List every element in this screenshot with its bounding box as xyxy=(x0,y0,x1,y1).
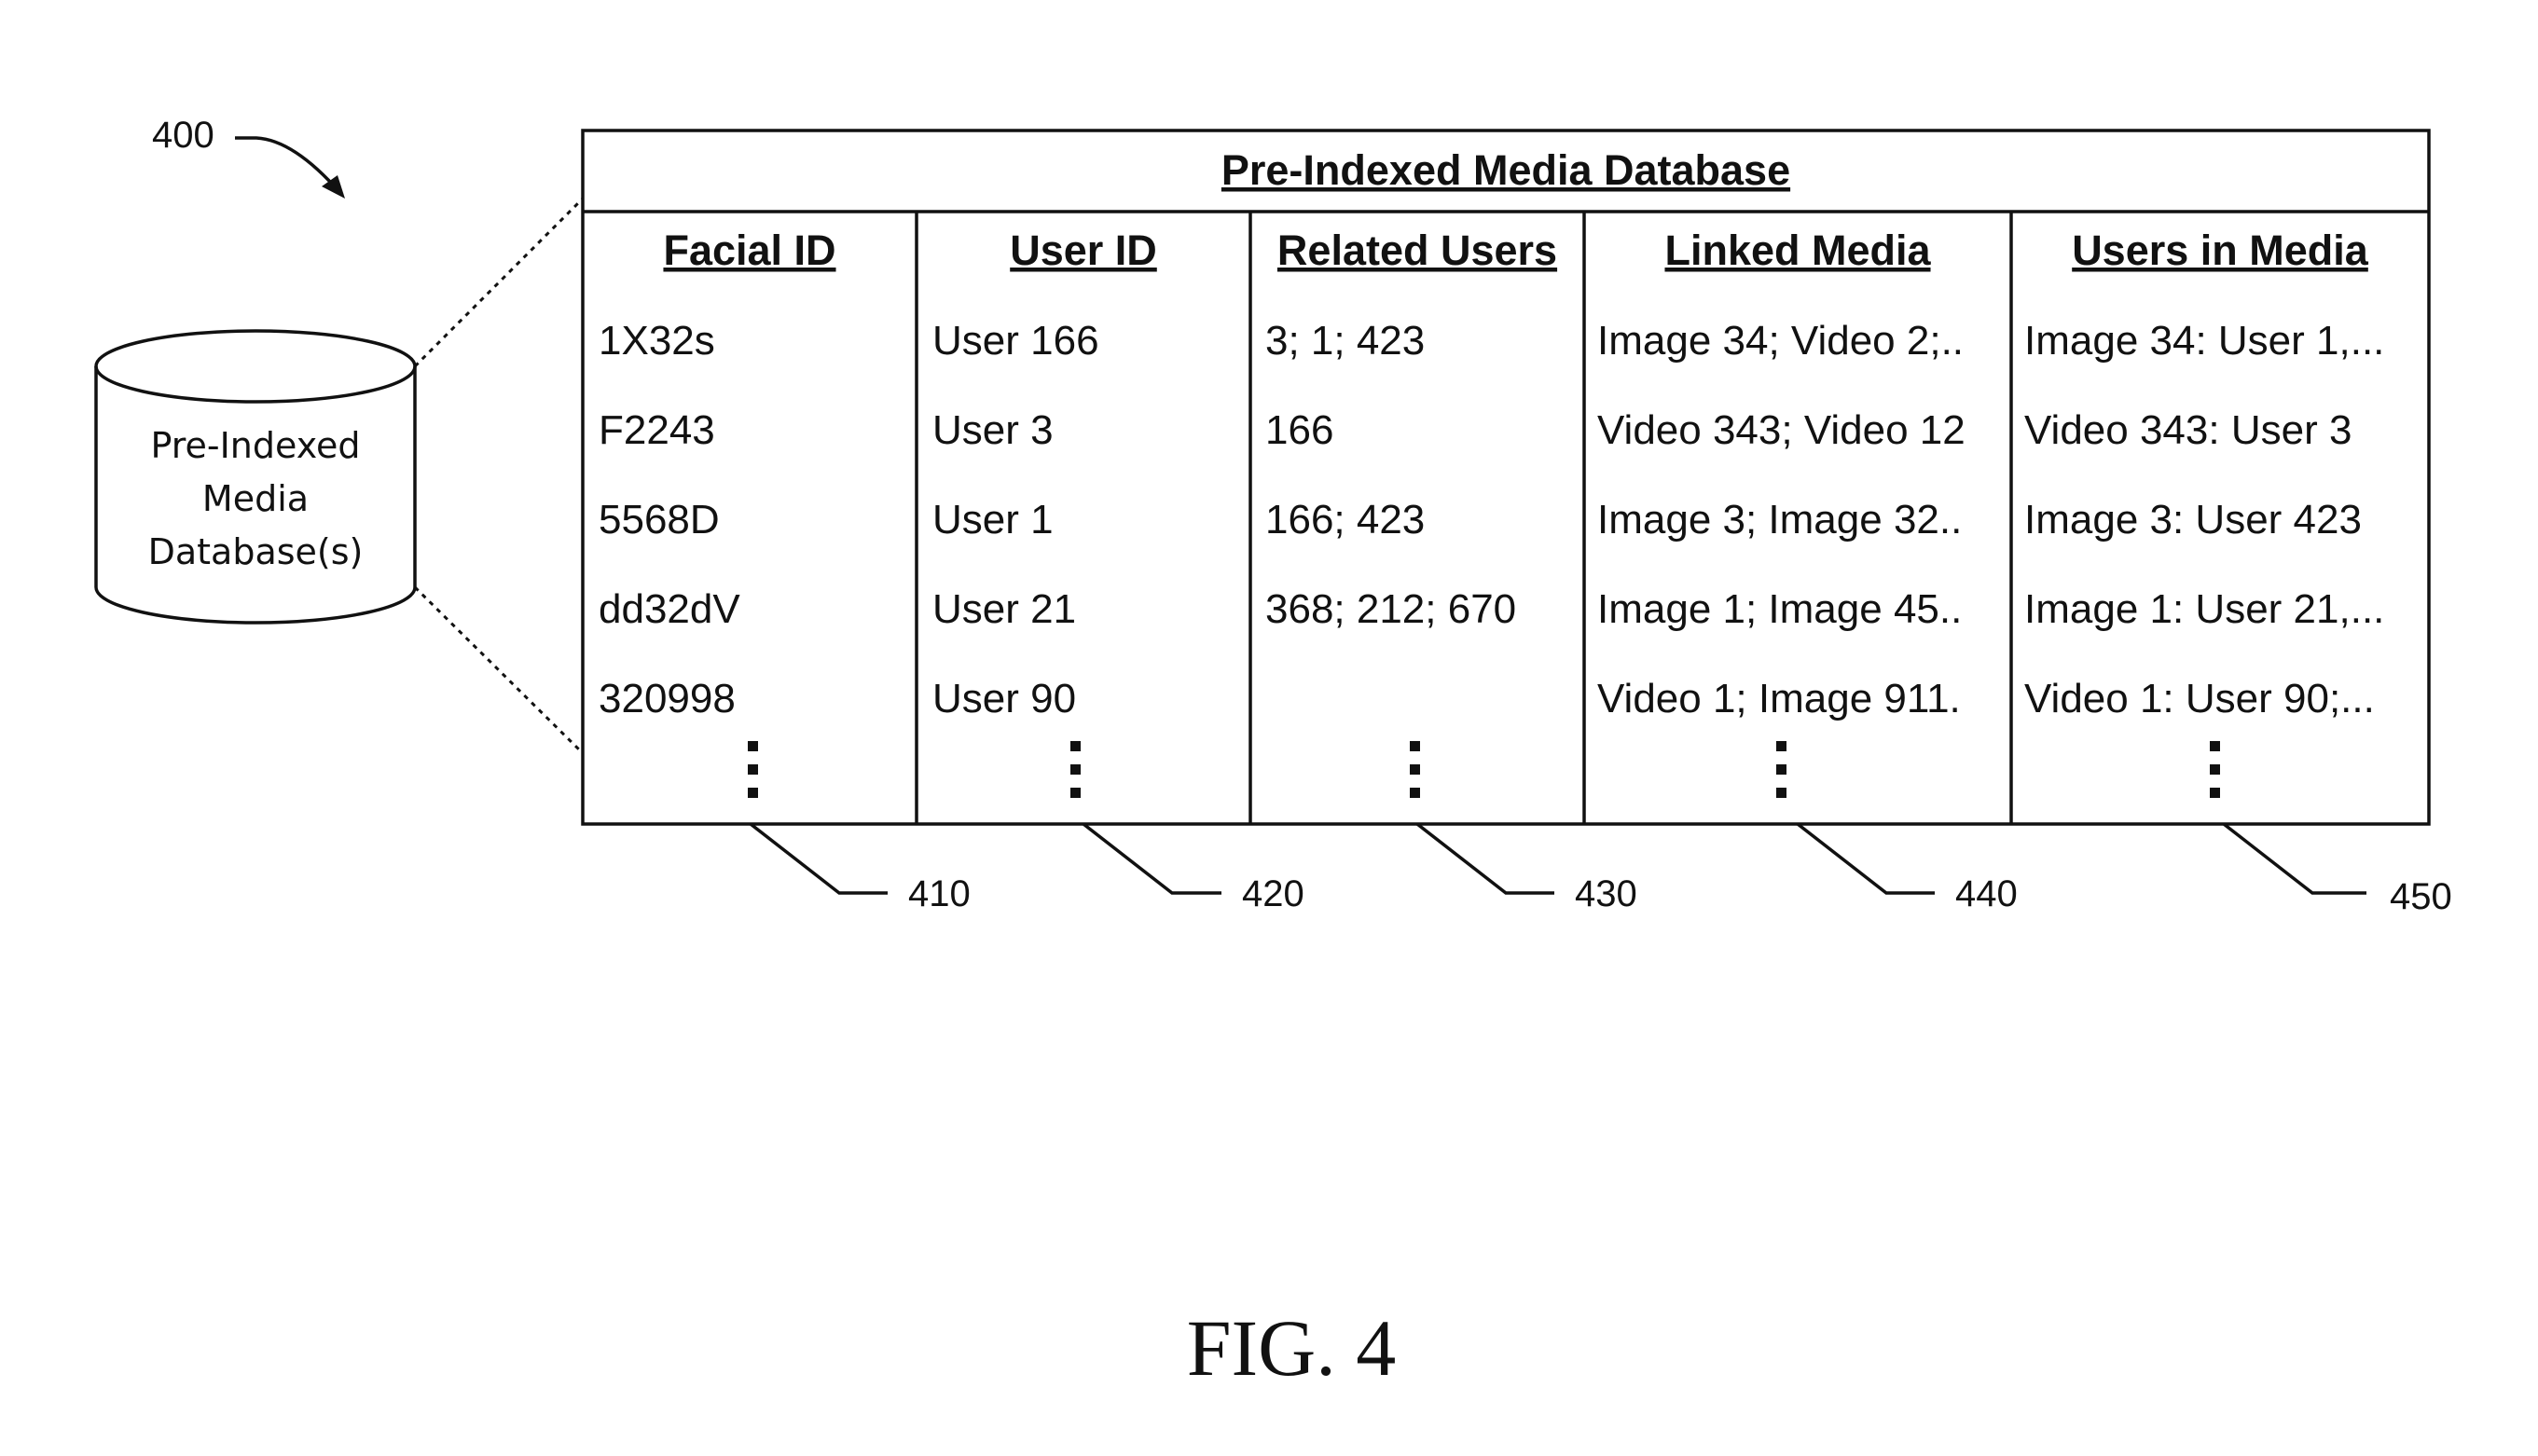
figure-ref-label: 400 xyxy=(152,115,214,156)
table-cell: Video 343; Video 12 xyxy=(1597,407,1966,453)
curved-arrow-icon xyxy=(235,138,345,199)
table-cell: Video 1: User 90;... xyxy=(2024,676,2375,721)
table-cell: Image 1: User 21,... xyxy=(2024,586,2384,632)
table-title: Pre-Indexed Media Database xyxy=(1221,146,1790,194)
vertical-ellipsis-icon xyxy=(1070,741,1081,798)
table-cell: Video 343: User 3 xyxy=(2024,407,2352,453)
table-cell: User 3 xyxy=(932,407,1054,453)
table-cell: Image 1; Image 45.. xyxy=(1597,586,1962,632)
table-cell: 166; 423 xyxy=(1265,497,1425,543)
database-label-line: Database(s) xyxy=(148,531,364,572)
column-user-id: User ID User 166 User 3 User 1 User 21 U… xyxy=(932,227,1157,798)
table-cell: 3; 1; 423 xyxy=(1265,318,1425,364)
table-cell: Video 1; Image 911. xyxy=(1597,676,1961,721)
vertical-ellipsis-icon xyxy=(1410,741,1420,798)
database-cylinder-icon xyxy=(96,331,415,623)
table-cell: 166 xyxy=(1265,407,1333,453)
table-cell: Image 34: User 1,... xyxy=(2024,318,2384,364)
table-cell: 1X32s xyxy=(599,318,715,364)
table-cell: dd32dV xyxy=(599,586,740,632)
table-cell: Image 3; Image 32.. xyxy=(1597,497,1962,543)
zoom-connector-lines xyxy=(415,199,583,753)
column-facial-id: Facial ID 1X32s F2243 5568D dd32dV 32099… xyxy=(599,227,836,798)
ref-label-440: 440 xyxy=(1955,873,2018,914)
table-cell: F2243 xyxy=(599,407,715,453)
ref-label-410: 410 xyxy=(908,873,971,914)
database-label-line: Media xyxy=(202,478,309,519)
table-cell: User 90 xyxy=(932,676,1076,721)
database-label-line: Pre-Indexed xyxy=(150,425,360,466)
figure-caption: FIG. 4 xyxy=(1187,1303,1397,1393)
table-cell: 5568D xyxy=(599,497,720,543)
column-users-in-media: Users in Media Image 34: User 1,... Vide… xyxy=(2024,227,2384,798)
vertical-ellipsis-icon xyxy=(2210,741,2220,798)
column-header: User ID xyxy=(1010,227,1157,274)
database-label: Pre-Indexed Media Database(s) xyxy=(148,425,364,572)
table-cell: 368; 212; 670 xyxy=(1265,586,1516,632)
table-cell: 320998 xyxy=(599,676,736,721)
table-cell: Image 3: User 423 xyxy=(2024,497,2362,543)
vertical-ellipsis-icon xyxy=(748,741,758,798)
ref-label-430: 430 xyxy=(1575,873,1637,914)
column-linked-media: Linked Media Image 34; Video 2;.. Video … xyxy=(1597,227,1966,798)
table-cell: User 166 xyxy=(932,318,1099,364)
ref-label-450: 450 xyxy=(2390,876,2452,917)
ref-label-420: 420 xyxy=(1242,873,1304,914)
table-cell: Image 34; Video 2;.. xyxy=(1597,318,1964,364)
vertical-ellipsis-icon xyxy=(1776,741,1786,798)
table-cell: User 1 xyxy=(932,497,1054,543)
column-related-users: Related Users 3; 1; 423 166 166; 423 368… xyxy=(1265,227,1557,798)
column-header: Linked Media xyxy=(1664,227,1931,274)
column-header: Users in Media xyxy=(2072,227,2369,274)
reference-leaders: 410 420 430 440 450 xyxy=(751,824,2452,917)
column-header: Related Users xyxy=(1277,227,1557,274)
media-database-table: Pre-Indexed Media Database Facial ID 1X3… xyxy=(583,130,2429,824)
column-header: Facial ID xyxy=(663,227,835,274)
table-cell: User 21 xyxy=(932,586,1076,632)
